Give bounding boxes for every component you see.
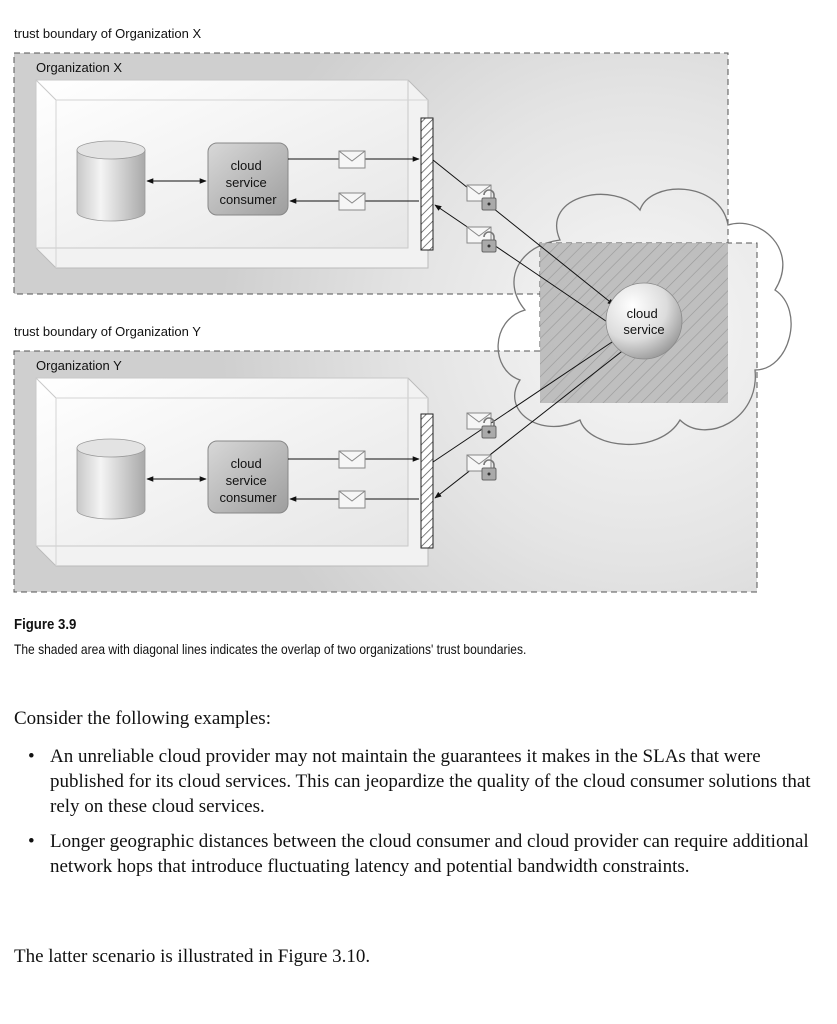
firewall-icon-y [420,413,434,549]
figure-title: Figure 3.9 [14,616,77,633]
closing-paragraph: The latter scenario is illustrated in Fi… [14,946,371,967]
locked-envelope-icon [466,226,497,253]
locked-envelope-icon [466,184,497,211]
organization-x-label: Organization X [36,60,122,75]
envelope-icon [338,450,366,469]
svg-text:cloud service consumer: cloud service consumer [219,456,277,505]
consumer-y-line2: service [226,473,267,488]
trust-boundary-diagram: cloud service consumer cloud service con… [13,26,792,593]
svg-text:cloud service consumer: cloud service consumer [219,158,277,207]
consumer-y-line3: consumer [219,490,277,505]
cloud-service-line1: cloud [627,306,658,321]
figure-caption: The shaded area with diagonal lines indi… [14,641,527,657]
consumer-x-line3: consumer [219,192,277,207]
list-item: An unreliable cloud provider may not mai… [14,744,814,819]
organization-y-label: Organization Y [36,358,122,373]
cloud-service-consumer-y [207,440,289,514]
cloud-shape [497,188,792,446]
examples-list: An unreliable cloud provider may not mai… [14,744,814,889]
cloud-service-sphere [605,282,683,360]
locked-envelope-icon [466,454,497,481]
cloud-service-line2: service [623,322,664,337]
envelope-icon [338,150,366,169]
database-icon-x [76,140,146,222]
secure-message-out-x [432,159,615,306]
trust-boundary-x-label: trust boundary of Organization X [14,26,201,41]
cloud-service-consumer-x [207,142,289,216]
list-item: Longer geographic distances between the … [14,829,814,879]
intro-paragraph: Consider the following examples: [14,708,271,729]
envelope-icon [338,192,366,211]
firewall-icon-x [420,117,434,251]
locked-envelope-icon [466,412,497,439]
trust-boundary-y-label: trust boundary of Organization Y [14,324,201,339]
secure-message-out-y [432,337,619,463]
consumer-y-line1: cloud [231,456,262,471]
database-icon-y [76,438,146,520]
secure-message-in-x [434,204,623,333]
secure-message-in-y [434,344,631,499]
consumer-x-line1: cloud [231,158,262,173]
svg-text:cloud service: cloud service [623,306,664,337]
consumer-x-line2: service [226,175,267,190]
envelope-icon [338,490,366,509]
